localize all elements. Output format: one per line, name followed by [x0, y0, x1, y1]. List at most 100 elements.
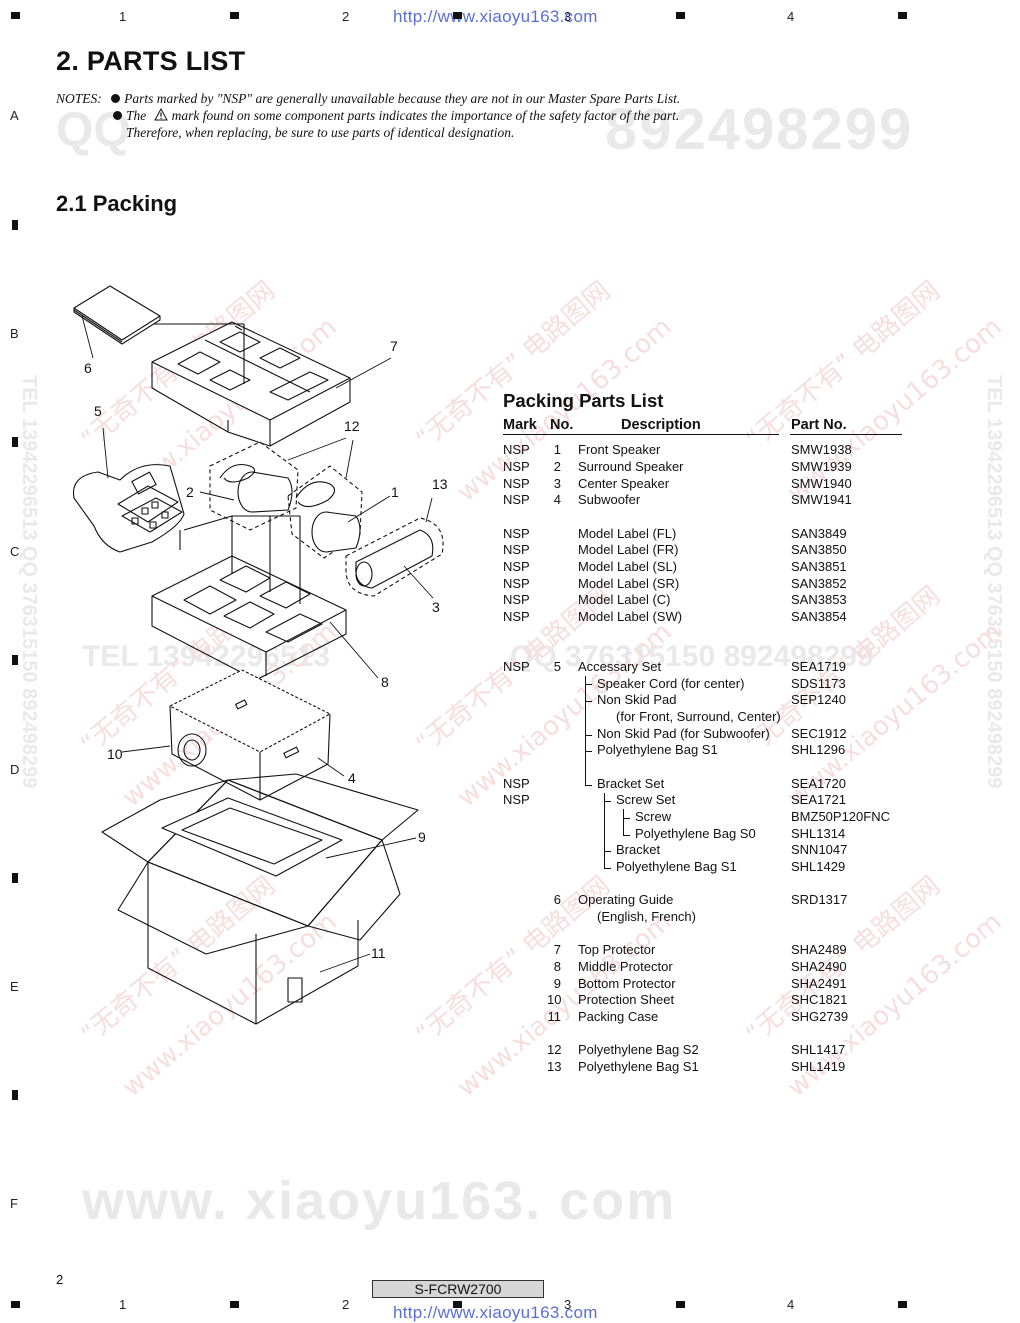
row-description: Non Skid Pad (for Subwoofer) — [597, 726, 770, 741]
list-item: Non Skid Pad (for Subwoofer) SEC1912 — [503, 726, 923, 743]
callout-3: 3 — [432, 599, 440, 615]
row-number: 6 — [553, 892, 561, 907]
notes-label: NOTES: — [56, 91, 102, 106]
subwoofer-drawing — [169, 669, 331, 801]
row-description: Non Skid Pad — [597, 692, 677, 707]
row-description: Middle Protector — [578, 959, 673, 974]
model-number: S-FCRW2700 — [372, 1280, 544, 1298]
page-title: 2. PARTS LIST — [56, 46, 246, 76]
row-description: Model Label (SL) — [578, 559, 677, 574]
front-speaker-drawing — [287, 465, 363, 559]
list-item: (for Front, Surround, Center) — [503, 709, 923, 726]
row-part-number: SAN3853 — [791, 592, 847, 607]
row-description: Model Label (FR) — [578, 542, 679, 557]
callout-8: 8 — [381, 674, 389, 690]
header-url[interactable]: http://www.xiaoyu163.com — [393, 7, 598, 26]
row-description: Bracket Set — [597, 776, 665, 791]
row-part-number: SMW1940 — [791, 476, 852, 491]
row-description: Polyethylene Bag S0 — [635, 826, 756, 841]
bullet-icon — [111, 94, 121, 104]
callout-1: 1 — [391, 484, 399, 500]
callout-10: 10 — [107, 746, 123, 762]
tree-tick — [623, 818, 630, 819]
tree-tick — [585, 785, 592, 786]
callout-2: 2 — [186, 484, 194, 500]
page-number: 2 — [56, 1272, 64, 1287]
row-letter-f: F — [10, 1196, 18, 1211]
row-mark: NSP — [503, 442, 530, 457]
row-mark: NSP — [503, 776, 530, 791]
surround-speaker-drawing — [209, 441, 299, 531]
row-marker — [12, 1090, 18, 1100]
grid-marker — [11, 12, 20, 19]
row-part-number: SEA1719 — [791, 659, 846, 674]
row-description: Bottom Protector — [578, 976, 676, 991]
notes-line-1: NOTES: Parts marked by "NSP" are general… — [56, 90, 680, 107]
grid-number-3: 3 — [564, 1297, 572, 1312]
grid-marker — [230, 1301, 239, 1308]
callout-7: 7 — [390, 338, 398, 354]
row-part-number: SDS1173 — [791, 676, 846, 691]
row-description: Operating Guide — [578, 892, 674, 907]
footer-url[interactable]: http://www.xiaoyu163.com — [393, 1303, 598, 1322]
tree-tick — [585, 735, 592, 736]
header-no: No. — [550, 417, 574, 433]
callout-9: 9 — [418, 829, 426, 845]
row-description: Front Speaker — [578, 442, 661, 457]
grid-marker — [898, 1301, 907, 1308]
row-part-number: SHL1429 — [791, 859, 846, 874]
grid-number-2: 2 — [342, 1297, 350, 1312]
tree-tick — [585, 701, 592, 702]
row-part-number: SAN3854 — [791, 609, 847, 624]
row-description: Model Label (FL) — [578, 526, 677, 541]
grid-marker — [453, 1301, 462, 1308]
row-description: Subwoofer — [578, 492, 641, 507]
row-part-number: SHG2739 — [791, 1009, 849, 1024]
watermark-side-right: TEL 13942296513 QQ 376315150 892498299 — [983, 375, 1005, 789]
notes-block: NOTES: Parts marked by "NSP" are general… — [56, 90, 680, 141]
row-description: Model Label (C) — [578, 592, 671, 607]
row-description: Model Label (SR) — [578, 576, 680, 591]
row-part-number: SEC1912 — [791, 726, 847, 741]
row-part-number: SMW1938 — [791, 442, 852, 457]
top-protector-drawing — [151, 321, 351, 447]
row-part-number: SNN1047 — [791, 842, 848, 857]
row-description: Model Label (SW) — [578, 609, 683, 624]
notes-text-3: Therefore, when replacing, be sure to us… — [126, 125, 515, 140]
grid-marker — [11, 1301, 20, 1308]
row-description: Speaker Cord (for center) — [597, 676, 745, 691]
notes-text-1: Parts marked by "NSP" are generally unav… — [124, 91, 681, 106]
warning-triangle-icon — [153, 108, 168, 121]
callout-6: 6 — [84, 360, 92, 376]
row-part-number: SHA2491 — [791, 976, 847, 991]
grid-marker — [453, 12, 462, 19]
list-item: Speaker Cord (for center) SDS1173 — [503, 676, 923, 693]
notes-line-3: Therefore, when replacing, be sure to us… — [56, 124, 680, 141]
tree-tick — [623, 835, 630, 836]
grid-number-2: 2 — [342, 9, 350, 24]
packing-diagram — [72, 285, 444, 1025]
row-marker — [12, 437, 18, 447]
watermark-site-bottom: www. xiaoyu163. com — [82, 1171, 677, 1231]
callout-11: 11 — [371, 945, 386, 961]
row-part-number: SHL1314 — [791, 826, 846, 841]
row-part-number: SEA1720 — [791, 776, 846, 791]
row-part-number: SHL1296 — [791, 742, 846, 757]
row-description: (English, French) — [597, 909, 696, 924]
row-number: 9 — [553, 976, 561, 991]
grid-marker — [676, 1301, 685, 1308]
row-description: Packing Case — [578, 1009, 659, 1024]
row-description: Polyethylene Bag S1 — [597, 742, 718, 757]
row-mark: NSP — [503, 459, 530, 474]
